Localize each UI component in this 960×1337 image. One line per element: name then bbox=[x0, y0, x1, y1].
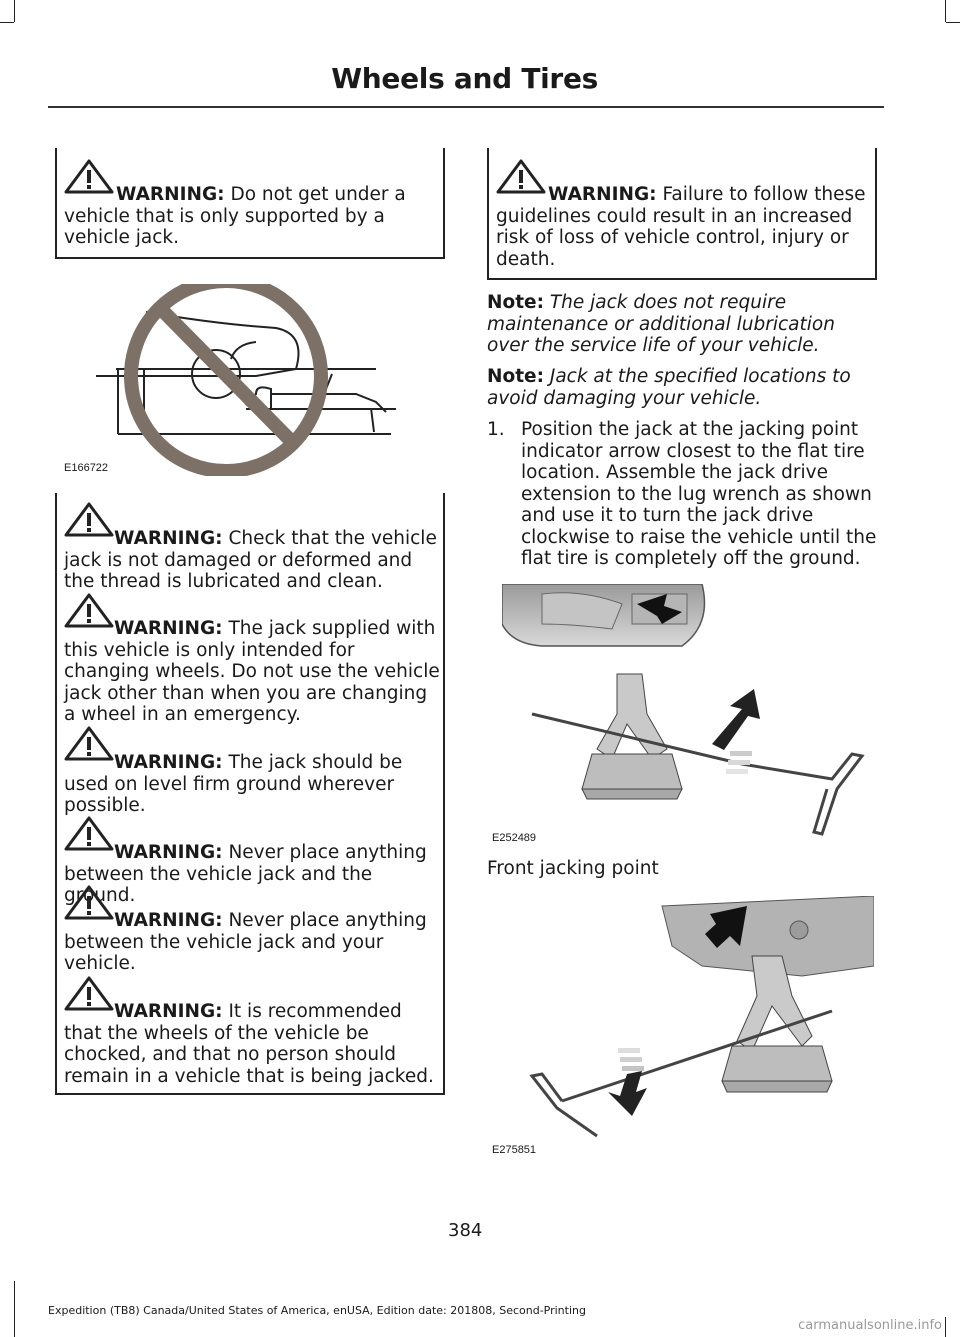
warning-text: WARNING: Check that the vehicle jack is … bbox=[64, 528, 440, 593]
note: Note: Jack at the specified locations to… bbox=[487, 366, 877, 409]
warning-body: Failure to follow these guidelines could… bbox=[496, 184, 866, 270]
warning-body: The jack supplied with this vehicle is o… bbox=[64, 618, 440, 725]
warning-body: It is recommended that the wheels of the… bbox=[64, 1001, 434, 1087]
crop-mark bbox=[0, 22, 14, 23]
note-body: Jack at the specified locations to avoid… bbox=[487, 366, 851, 409]
no-under-vehicle-illustration bbox=[96, 284, 396, 476]
note-body: The jack does not require maintenance or… bbox=[487, 292, 835, 356]
warning-body: Check that the vehicle jack is not damag… bbox=[64, 528, 437, 592]
warning-label: WARNING: bbox=[548, 184, 657, 205]
warning-text: WARNING: The jack supplied with this veh… bbox=[64, 618, 440, 726]
step-number: 1. bbox=[487, 419, 505, 440]
title-divider bbox=[48, 106, 884, 108]
warning-text: WARNING: The jack should be used on leve… bbox=[64, 752, 440, 817]
crop-mark bbox=[945, 0, 946, 22]
warning-triangle-icon bbox=[64, 502, 114, 537]
warning-body: The jack should be used on level firm gr… bbox=[64, 752, 403, 816]
warning-body: Do not get under a vehicle that is only … bbox=[64, 184, 406, 248]
warning-label: WARNING: bbox=[114, 618, 223, 639]
warning-label: WARNING: bbox=[114, 842, 223, 863]
front-jacking-point-illustration bbox=[502, 584, 865, 836]
warning-box bbox=[55, 493, 445, 1095]
warning-text: WARNING: Failure to follow these guideli… bbox=[496, 184, 872, 270]
warning-triangle-icon bbox=[64, 816, 114, 851]
edition-footer: Expedition (TB8) Canada/United States of… bbox=[48, 1304, 586, 1317]
warning-body: Never place anything between the vehicle… bbox=[64, 842, 427, 906]
warning-triangle-icon bbox=[64, 159, 114, 194]
step-text: Position the jack at the jacking point i… bbox=[521, 419, 877, 569]
warning-triangle-icon bbox=[64, 593, 114, 628]
warning-box bbox=[487, 148, 877, 280]
warning-box bbox=[55, 148, 445, 259]
note: Note: The jack does not require maintena… bbox=[487, 292, 877, 357]
warning-body: Never place anything between the vehicle… bbox=[64, 910, 427, 974]
crop-mark bbox=[14, 0, 15, 22]
crop-mark bbox=[945, 1317, 946, 1337]
warning-triangle-icon bbox=[64, 885, 114, 920]
figure-code: E166722 bbox=[64, 462, 109, 474]
page-number: 384 bbox=[448, 1220, 483, 1241]
warning-label: WARNING: bbox=[114, 752, 223, 773]
warning-triangle-icon bbox=[64, 976, 114, 1011]
page-title: Wheels and Tires bbox=[331, 62, 598, 95]
warning-text: WARNING: Never place anything between th… bbox=[64, 910, 440, 975]
warning-label: WARNING: bbox=[114, 528, 223, 549]
warning-label: WARNING: bbox=[114, 910, 223, 931]
figure-code: E252489 bbox=[492, 832, 537, 844]
rear-jacking-point-illustration bbox=[529, 896, 874, 1138]
warning-label: WARNING: bbox=[116, 184, 225, 205]
watermark[interactable]: carmanualsonline.info bbox=[798, 1318, 942, 1333]
warning-text: WARNING: Never place anything between th… bbox=[64, 842, 440, 907]
warning-text: WARNING: Do not get under a vehicle that… bbox=[64, 184, 436, 249]
note-label: Note: bbox=[487, 292, 544, 313]
warning-triangle-icon bbox=[496, 159, 546, 194]
warning-triangle-icon bbox=[64, 726, 114, 761]
crop-mark bbox=[946, 22, 960, 23]
figure-code: E275851 bbox=[492, 1144, 537, 1156]
figure-caption: Front jacking point bbox=[487, 858, 659, 879]
warning-label: WARNING: bbox=[114, 1001, 223, 1022]
crop-mark bbox=[14, 1281, 15, 1337]
note-label: Note: bbox=[487, 366, 544, 387]
warning-text: WARNING: It is recommended that the whee… bbox=[64, 1001, 440, 1087]
